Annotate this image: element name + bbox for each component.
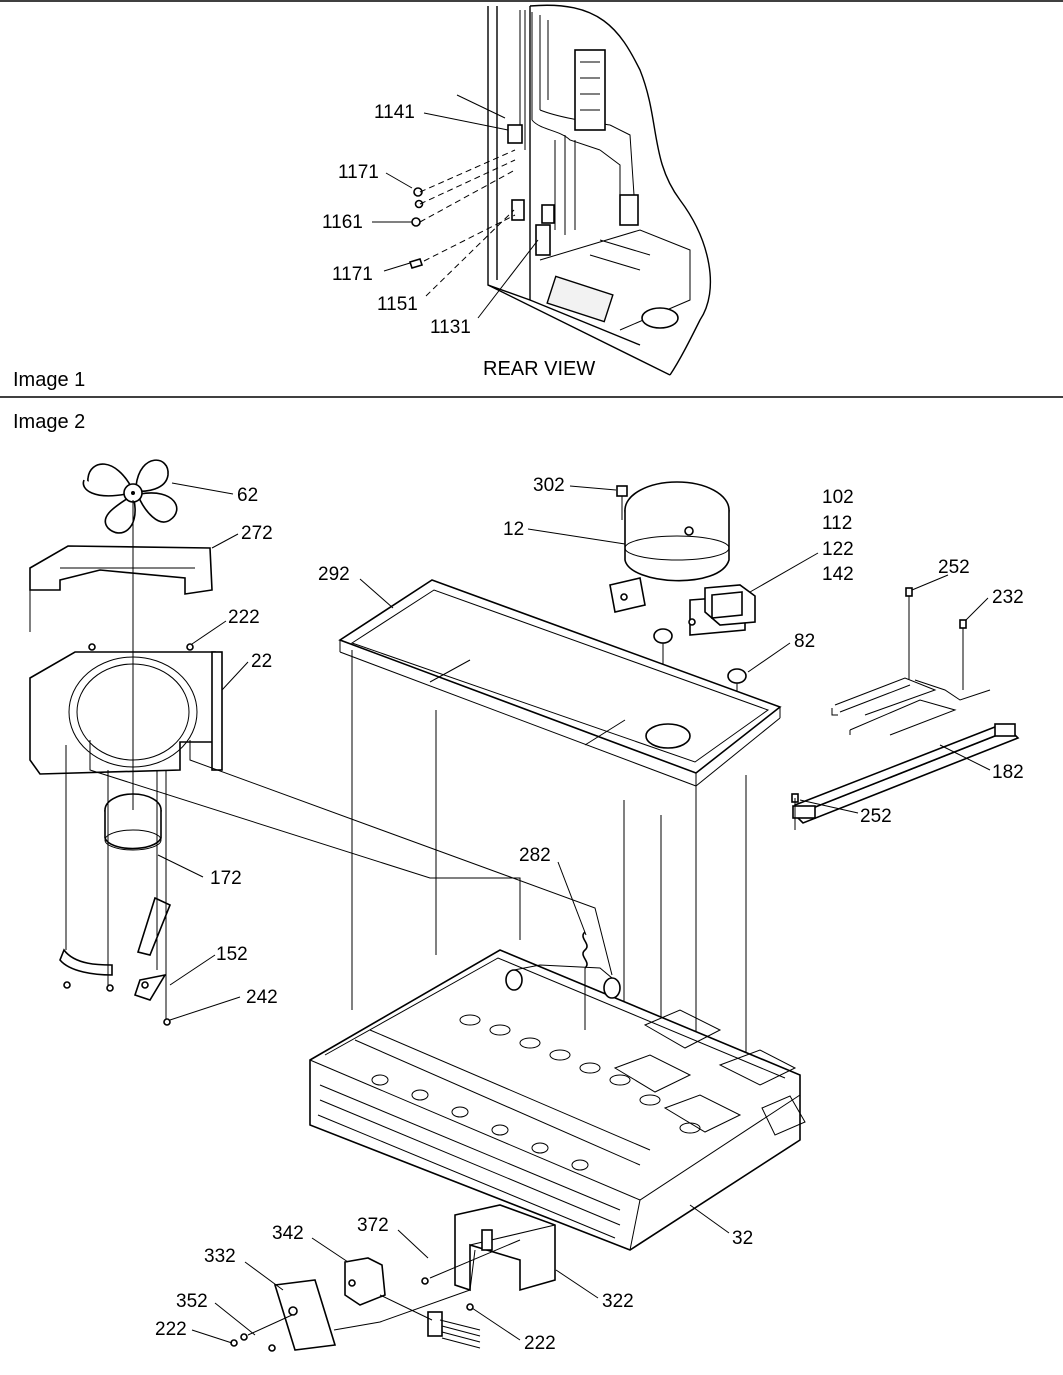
callout-102: 102 xyxy=(822,487,854,508)
callout-1171-lower: 1171 xyxy=(332,264,373,285)
callout-142: 142 xyxy=(822,564,854,585)
callout-282: 282 xyxy=(519,845,551,866)
heater-bracket-assembly xyxy=(791,587,1020,830)
compressor xyxy=(609,481,756,636)
callout-62: 62 xyxy=(237,485,258,506)
rear-view-illustration xyxy=(408,4,712,376)
condenser-base xyxy=(309,949,806,1251)
callout-182: 182 xyxy=(992,762,1024,783)
callout-32: 32 xyxy=(732,1228,753,1249)
callout-152: 152 xyxy=(216,944,248,965)
wire-clip xyxy=(582,931,588,1030)
callout-292: 292 xyxy=(318,564,350,585)
fan-bracket xyxy=(29,643,223,775)
callout-1151: 1151 xyxy=(377,294,418,315)
control-assembly xyxy=(230,1249,481,1352)
callout-242: 242 xyxy=(246,987,278,1008)
callout-122: 122 xyxy=(822,539,854,560)
callout-12: 12 xyxy=(503,519,524,540)
coil-fins xyxy=(371,1014,701,1171)
image-2-caption: Image 2 xyxy=(13,411,85,433)
left-assembly-lines xyxy=(63,500,613,1026)
callout-372: 372 xyxy=(357,1215,389,1236)
callout-22: 22 xyxy=(251,651,272,672)
callout-222-bracket-screw: 222 xyxy=(524,1333,556,1354)
callout-1171-upper: 1171 xyxy=(338,162,379,183)
callout-leaders-image2 xyxy=(157,482,991,1344)
callout-222-control: 222 xyxy=(155,1319,187,1340)
rear-view-title: REAR VIEW xyxy=(483,358,595,380)
callout-222-bracket: 222 xyxy=(228,607,260,628)
image-1-caption: Image 1 xyxy=(13,369,85,391)
callout-1131: 1131 xyxy=(430,317,471,338)
callout-332: 332 xyxy=(204,1246,236,1267)
motor-brackets xyxy=(59,896,172,1001)
callout-252-upper: 252 xyxy=(938,557,970,578)
rear-bracket xyxy=(421,1204,556,1311)
callout-272: 272 xyxy=(241,523,273,544)
callout-172: 172 xyxy=(210,868,242,889)
callout-1161: 1161 xyxy=(322,212,363,233)
callout-352: 352 xyxy=(176,1291,208,1312)
callout-302: 302 xyxy=(533,475,565,496)
callout-112: 112 xyxy=(822,513,852,534)
callout-leaders-image1 xyxy=(372,112,539,319)
fan-blade xyxy=(82,459,178,534)
callout-342: 342 xyxy=(272,1223,304,1244)
shroud-cover xyxy=(29,545,213,632)
fan-motor xyxy=(104,793,162,851)
callout-232: 232 xyxy=(992,587,1024,608)
compressor-tray xyxy=(338,579,782,787)
callout-1141: 1141 xyxy=(374,102,415,123)
callout-82: 82 xyxy=(794,631,815,652)
callout-322: 322 xyxy=(602,1291,634,1312)
callout-252-lower: 252 xyxy=(860,806,892,827)
